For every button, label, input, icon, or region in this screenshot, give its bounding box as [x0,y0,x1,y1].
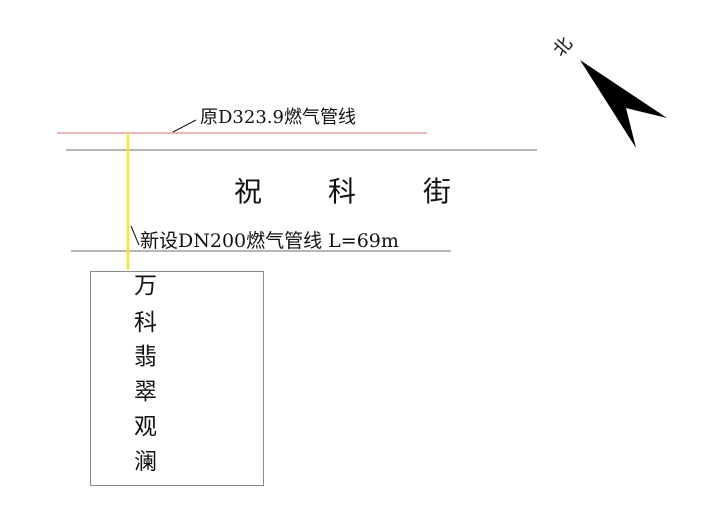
building-outline [90,271,264,486]
new-pipe-leader-line [130,225,140,246]
existing-pipe-leader-line [172,119,197,133]
building-name-char-5: 观 [134,414,157,440]
new-pipe-label: 新设DN200燃气管线 L=69m [140,230,399,252]
street-name-char-2: 科 [328,175,357,208]
building-name-char-1: 万 [134,273,157,299]
street-name-char-1: 祝 [234,175,263,208]
street-name-char-3: 街 [423,175,452,208]
north-arrow-icon [580,60,667,148]
building-name-char-2: 科 [134,310,157,336]
existing-pipe-label: 原D323.9燃气管线 [200,107,356,128]
building-name-char-4: 翠 [134,379,157,405]
building-name-char-3: 翡 [134,344,157,370]
building-name-char-6: 澜 [134,449,157,475]
